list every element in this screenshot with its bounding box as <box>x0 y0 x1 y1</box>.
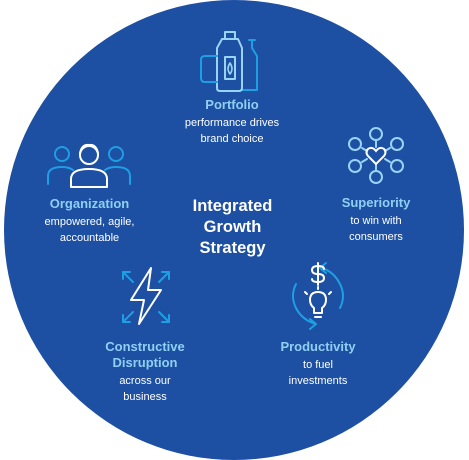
dollar-lightbulb-cycle-icon <box>292 262 344 330</box>
superiority-desc-line-2: consumers <box>349 231 403 243</box>
portfolio-desc-line-1: performance drives <box>184 117 280 129</box>
superiority-block: Superiority to win with consumers <box>306 195 446 245</box>
disruption-block: Constructive Disruption across our busin… <box>75 339 215 405</box>
center-title: Integrated Growth Strategy <box>165 196 300 259</box>
organization-desc-line-2: accountable <box>59 232 120 244</box>
superiority-title: Superiority <box>341 195 411 210</box>
productivity-desc-line-1: to fuel <box>303 359 333 371</box>
network-heart-icon <box>348 127 404 184</box>
portfolio-desc-line-2: brand choice <box>200 133 264 145</box>
center-title-line-1: Integrated <box>192 197 273 215</box>
organization-title: Organization <box>49 196 130 211</box>
superiority-desc-line-1: to win with <box>350 215 402 227</box>
lightning-arrows-icon <box>122 267 170 325</box>
disruption-desc-line-2: business <box>123 391 167 403</box>
center-title-line-3: Strategy <box>199 239 266 257</box>
disruption-title-line-1: Constructive <box>105 339 185 354</box>
bottles-icon <box>200 31 258 92</box>
portfolio-title: Portfolio <box>205 97 259 112</box>
productivity-block: Productivity to fuel investments <box>248 339 388 389</box>
productivity-title: Productivity <box>280 339 356 354</box>
productivity-desc-line-2: investments <box>288 375 348 387</box>
portfolio-block: Portfolio performance drives brand choic… <box>157 97 307 147</box>
people-group-icon <box>47 143 131 188</box>
disruption-title-line-2: Disruption <box>112 355 178 370</box>
organization-desc-line-1: empowered, agile, <box>44 216 135 228</box>
organization-block: Organization empowered, agile, accountab… <box>22 196 157 246</box>
center-title-line-2: Growth <box>203 218 262 236</box>
disruption-desc-line-1: across our <box>119 375 171 387</box>
